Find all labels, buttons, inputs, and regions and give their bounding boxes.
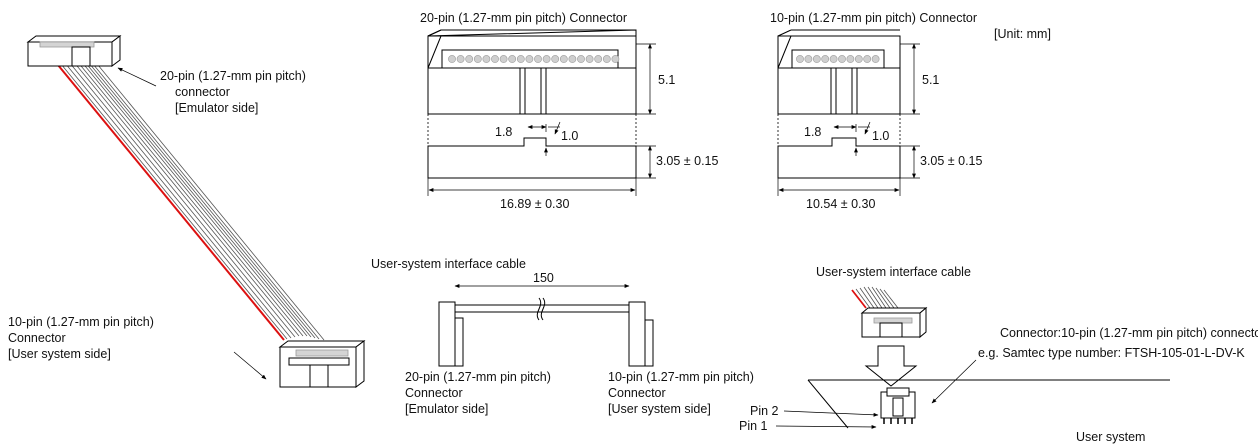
user-system-label: User system xyxy=(1076,430,1145,444)
user-connector-label-3: [User system side] xyxy=(8,347,111,361)
interface-cable-drawing: User-system interface cable 150 20-pin (… xyxy=(371,257,754,416)
interface-right-label-1: 10-pin (1.27-mm pin pitch) xyxy=(608,370,754,384)
connector-10pin-title: 10-pin (1.27-mm pin pitch) Connector xyxy=(770,11,977,25)
emulator-leader-arrow xyxy=(117,67,157,87)
interface-cable-title: User-system interface cable xyxy=(371,257,526,271)
connector-20pin-title: 20-pin (1.27-mm pin pitch) Connector xyxy=(420,11,627,25)
user-connector-label-1: 10-pin (1.27-mm pin pitch) xyxy=(8,315,154,329)
pin-hole xyxy=(846,55,855,63)
pin-hole xyxy=(525,55,534,63)
mounting-example-label: e.g. Samtec type number: FTSH-105-01-L-D… xyxy=(978,346,1245,360)
emulator-connector-label-2: connector xyxy=(175,85,230,99)
user-connector-label-2: Connector xyxy=(8,331,66,345)
interface-cable-length: 150 xyxy=(533,271,554,285)
connector-10pin-depth: 3.05 ± 0.15 xyxy=(920,154,983,168)
pin-hole xyxy=(854,55,863,63)
pin-hole xyxy=(448,55,456,63)
mounting-cable xyxy=(851,286,899,309)
pin-hole xyxy=(516,55,525,63)
user-side-connector xyxy=(278,340,366,388)
pin-hole xyxy=(594,55,603,63)
pin1-label: Pin 1 xyxy=(739,419,768,433)
pin-hole xyxy=(559,55,568,63)
connector-20pin-height: 5.1 xyxy=(658,73,675,87)
user-leader-arrow xyxy=(233,351,267,380)
pin-hole xyxy=(585,55,594,63)
unit-note: [Unit: mm] xyxy=(994,27,1051,41)
interface-right-label-2: Connector xyxy=(608,386,666,400)
connector-10pin-drawing: 10-pin (1.27-mm pin pitch) Connector [Un… xyxy=(770,11,1051,211)
pin-hole xyxy=(804,55,813,63)
ribbon-cable xyxy=(43,43,325,341)
connector-20pin-drawing: 20-pin (1.27-mm pin pitch) Connector 5.1… xyxy=(420,11,719,211)
pin-hole xyxy=(482,55,491,63)
pin-hole xyxy=(611,55,620,63)
pin-hole xyxy=(542,55,551,63)
emulator-side-connector xyxy=(26,35,122,67)
pin-hole xyxy=(602,55,611,63)
interface-right-label-3: [User system side] xyxy=(608,402,711,416)
pin-hole xyxy=(812,55,821,63)
connector-20pin-pins xyxy=(448,55,620,63)
pin-hole xyxy=(863,55,872,63)
cable-perspective-view: 20-pin (1.27-mm pin pitch) connector [Em… xyxy=(8,35,366,388)
connector-20pin-gap-left: 1.8 xyxy=(495,125,512,139)
connector-10pin-gap-left: 1.8 xyxy=(804,125,821,139)
pin-hole xyxy=(499,55,508,63)
pin-hole xyxy=(534,55,542,63)
pin2-label: Pin 2 xyxy=(750,404,779,418)
pin-hole xyxy=(577,55,585,63)
mounting-drawing: User-system interface cable xyxy=(739,265,1258,444)
emulator-connector-label-3: [Emulator side] xyxy=(175,101,258,115)
connector-10pin-pins xyxy=(796,55,880,63)
mounting-connector-label: Connector:10-pin (1.27-mm pin pitch) con… xyxy=(1000,326,1258,340)
pin-hole xyxy=(829,55,838,63)
interface-left-label-1: 20-pin (1.27-mm pin pitch) xyxy=(405,370,551,384)
pin-hole xyxy=(508,55,517,63)
pin-hole xyxy=(473,55,482,63)
connector-20pin-depth: 3.05 ± 0.15 xyxy=(656,154,719,168)
connector-10pin-gap-right: 1.0 xyxy=(872,129,889,143)
connector-10pin-height: 5.1 xyxy=(922,73,939,87)
mounting-title: User-system interface cable xyxy=(816,265,971,279)
connector-20pin-width: 16.89 ± 0.30 xyxy=(500,197,569,211)
mounted-connector-pins xyxy=(883,418,913,424)
interface-left-label-3: [Emulator side] xyxy=(405,402,488,416)
connector-20pin-gap-right: 1.0 xyxy=(561,129,578,143)
pin-hole xyxy=(871,55,880,63)
pin-hole xyxy=(568,55,577,63)
pin-hole xyxy=(491,55,499,63)
pin-hole xyxy=(551,55,560,63)
pin-hole xyxy=(838,55,846,63)
pin-hole xyxy=(796,55,804,63)
emulator-connector-label-1: 20-pin (1.27-mm pin pitch) xyxy=(160,69,306,83)
pin-hole xyxy=(465,55,474,63)
pin-hole xyxy=(821,55,830,63)
pin-hole xyxy=(456,55,465,63)
interface-left-label-2: Connector xyxy=(405,386,463,400)
connector-10pin-width: 10.54 ± 0.30 xyxy=(806,197,875,211)
